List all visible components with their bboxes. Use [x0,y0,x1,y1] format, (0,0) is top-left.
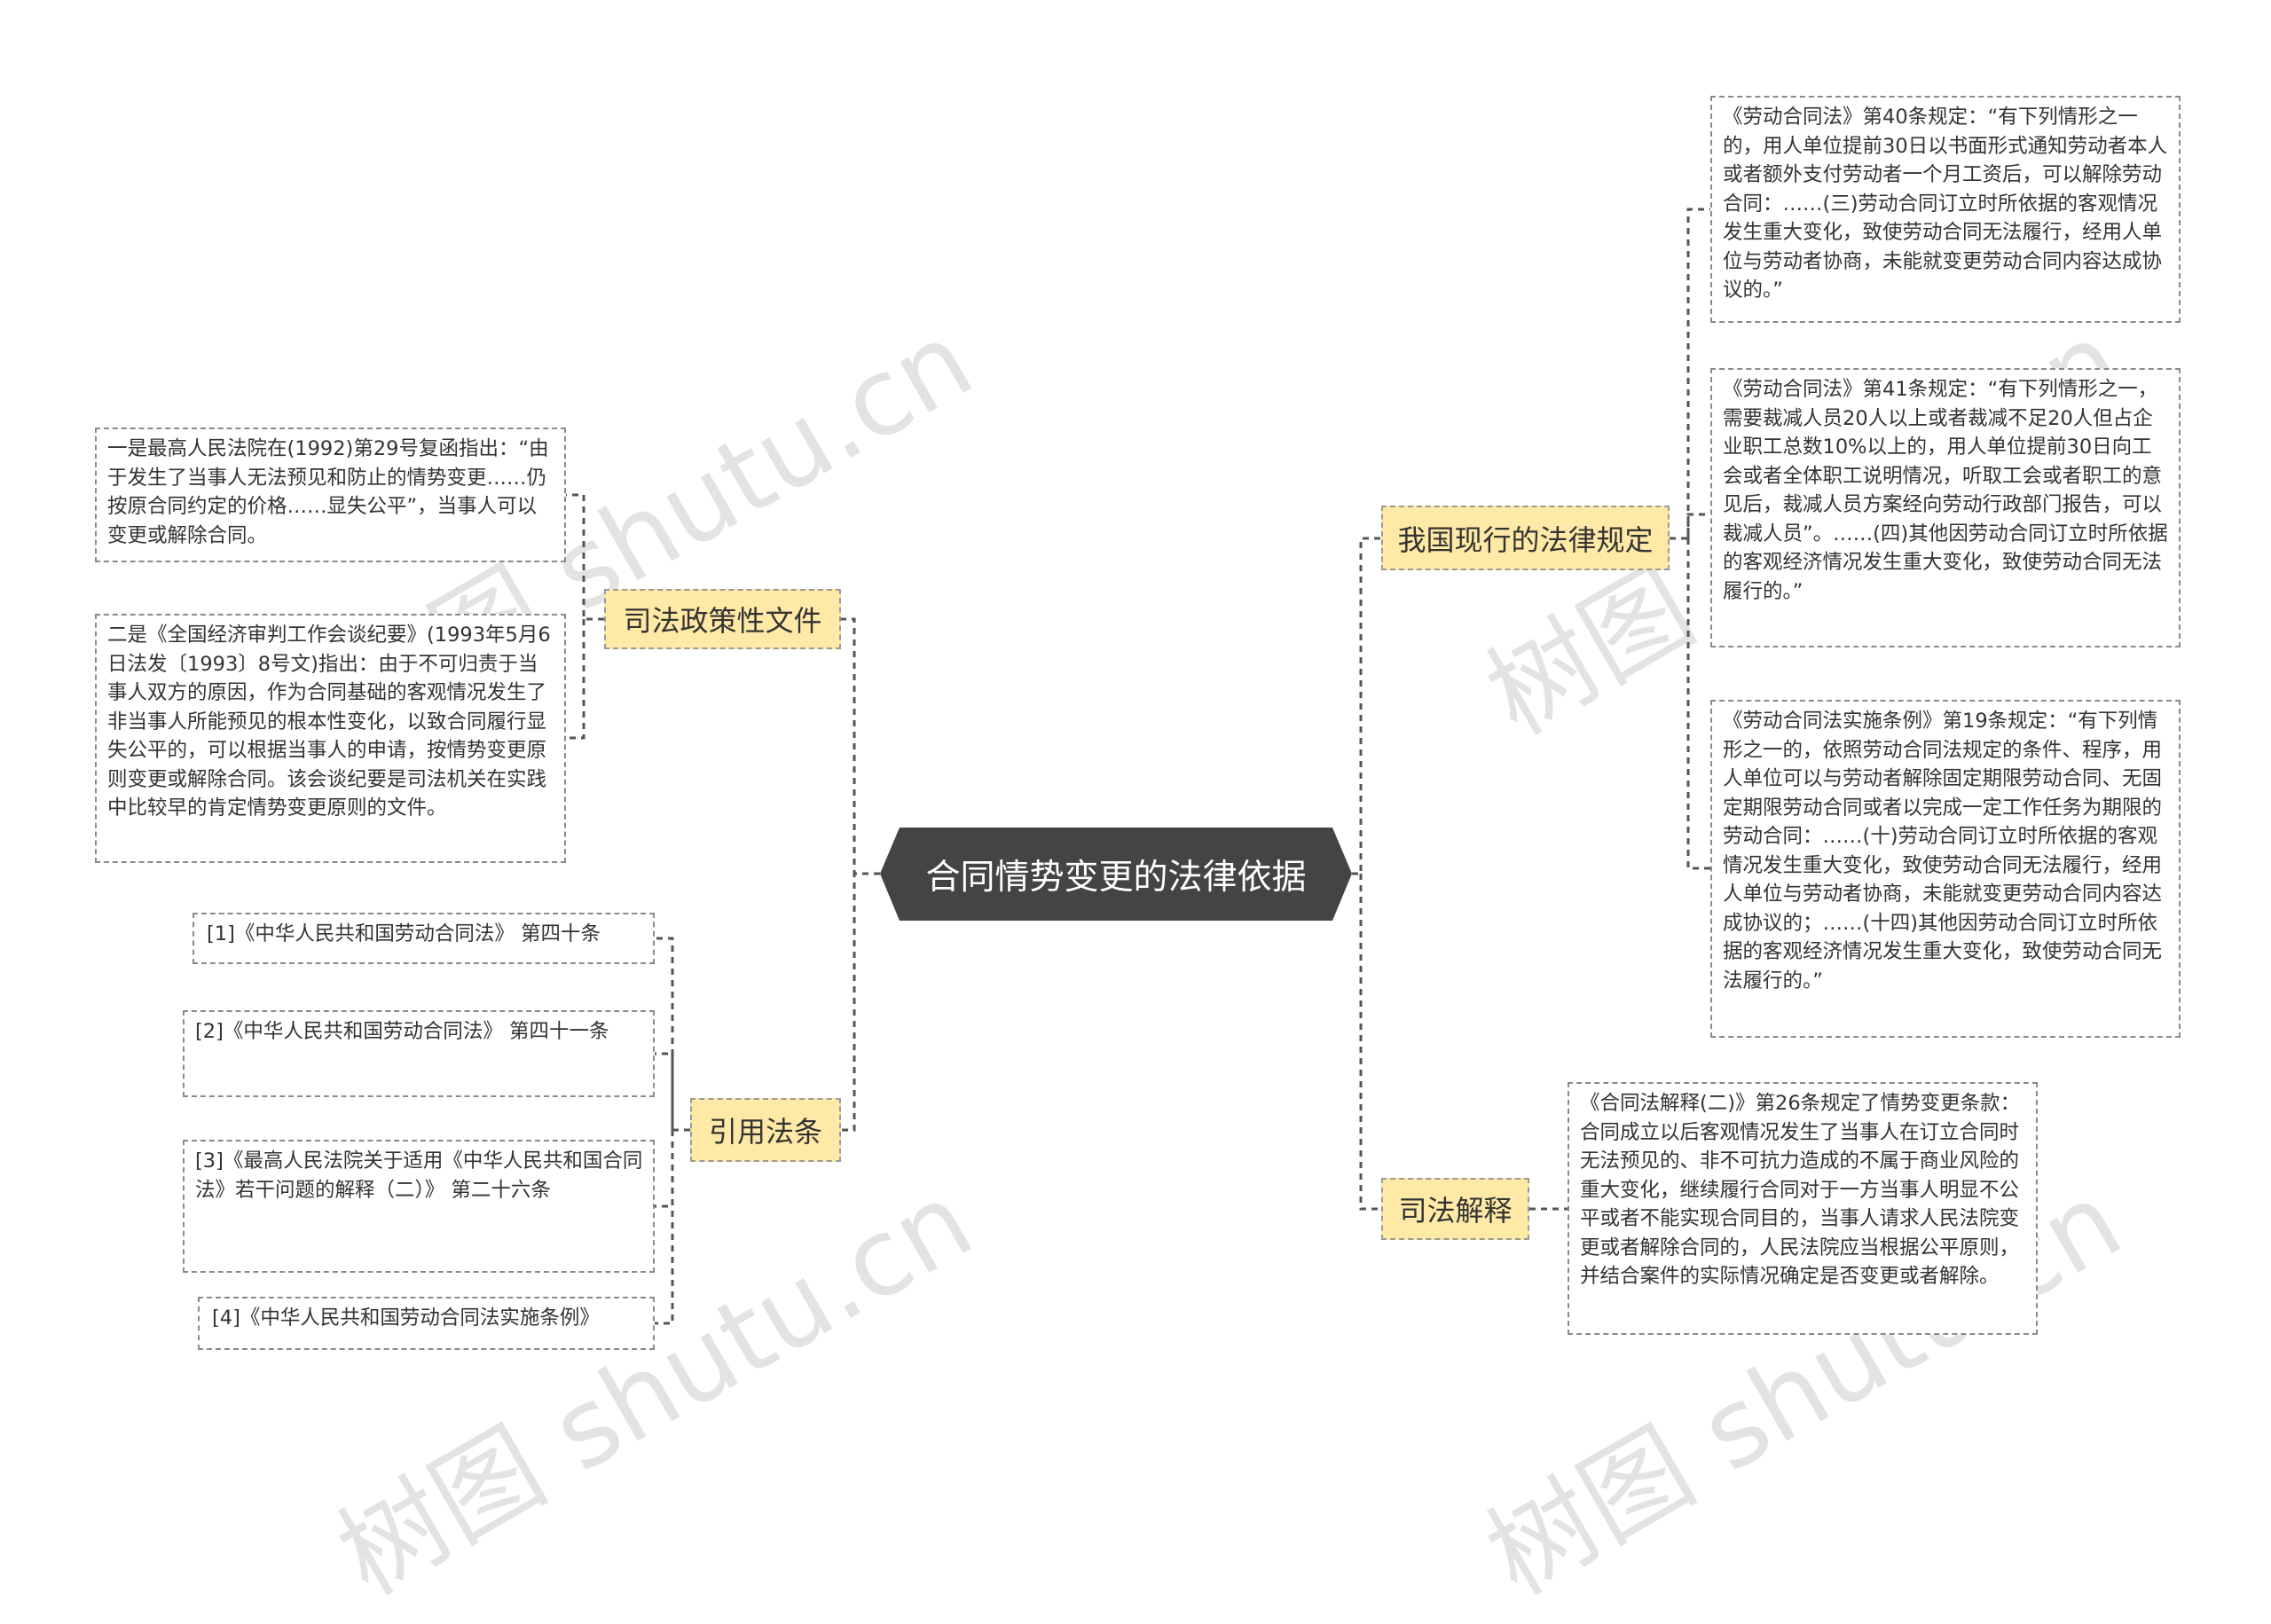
mind-map: 树图 shutu.cn 树图 shutu.cn 树图 shutu.cn 树图 s… [95,96,2181,1619]
connector-center-to-current-laws [1352,537,1381,875]
leaf-judicial-policy-1[interactable]: 一是最高人民法院在(1992)第29号复函指出：“由于发生了当事人无法预见和防止… [95,428,566,562]
central-topic[interactable]: 合同情势变更的法律依据 [880,828,1352,921]
leaf-judicial-policy-2[interactable]: 二是《全国经济审判工作会谈纪要》(1993年5月6日法发〔1993〕8号文)指出… [95,614,566,863]
connector-center-to-judicial-policy [841,617,880,875]
leaf-cited-law-1[interactable]: [1]《中华人民共和国劳动合同法》 第四十条 [193,913,655,964]
connector-current-laws-to-leaves [1670,208,1710,870]
leaf-cited-law-2[interactable]: [2]《中华人民共和国劳动合同法》 第四十一条 [183,1010,655,1097]
branch-judicial-interpretation[interactable]: 司法解释 [1381,1178,1529,1240]
connector-judicial-policy-to-leaves [566,493,604,740]
leaf-judicial-interpretation-1[interactable]: 《合同法解释(二)》第26条规定了情势变更条款：合同成立以后客观情况发生了当事人… [1568,1082,2038,1335]
branch-cited-laws[interactable]: 引用法条 [690,1098,841,1162]
branch-current-laws[interactable]: 我国现行的法律规定 [1381,506,1670,570]
connector-center-to-judicial-interpretation [1359,874,1381,1211]
leaf-current-law-2[interactable]: 《劳动合同法》第41条规定：“有下列情形之一，需要裁减人员20人以上或者裁减不足… [1710,368,2181,647]
leaf-cited-law-3[interactable]: [3]《最高人民法院关于适用《中华人民共和国合同法》若干问题的解释（二）》 第二… [183,1140,655,1273]
connector-lines [566,208,1710,1325]
connector-center-to-cited-laws [841,872,880,1132]
leaf-current-law-1[interactable]: 《劳动合同法》第40条规定：“有下列情形之一的，用人单位提前30日以书面形式通知… [1710,96,2181,323]
leaf-current-law-3[interactable]: 《劳动合同法实施条例》第19条规定：“有下列情形之一的，依照劳动合同法规定的条件… [1710,700,2181,1038]
branch-judicial-policy[interactable]: 司法政策性文件 [604,589,841,649]
leaf-cited-law-4[interactable]: [4]《中华人民共和国劳动合同法实施条例》 [198,1297,655,1350]
connector-cited-laws-to-leaves [655,937,690,1325]
